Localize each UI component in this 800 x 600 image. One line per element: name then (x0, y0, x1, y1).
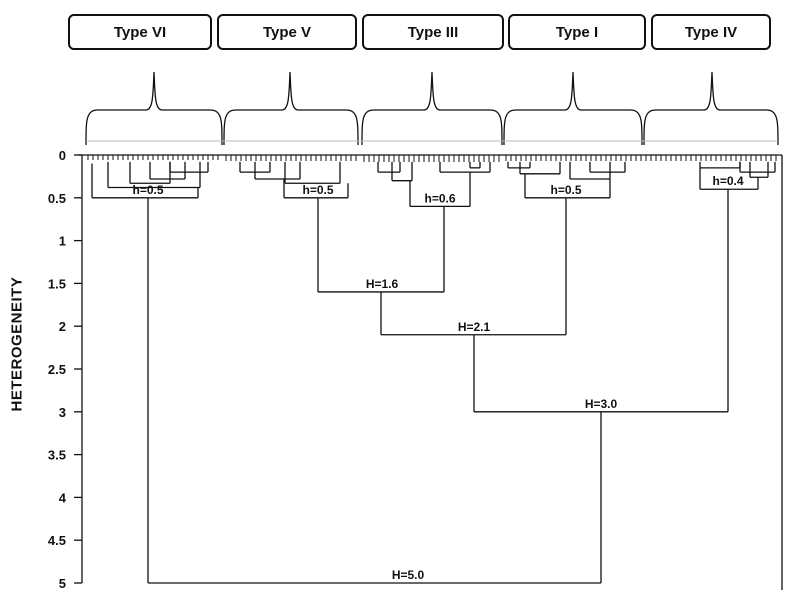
type-i-box: Type I (508, 14, 646, 50)
brace-type-iv (643, 71, 779, 146)
type-iv-box: Type IV (651, 14, 771, 50)
brace-type-v (223, 71, 359, 146)
cluster-vi-label: h=0.5 (132, 183, 163, 197)
brace-type-iii (361, 71, 503, 146)
type-iii-label: Type III (407, 23, 459, 41)
type-i-label: Type I (555, 23, 599, 41)
type-iv-label: Type IV (684, 23, 738, 41)
y-tick-label: 2.5 (48, 362, 66, 377)
merge-3-label: H=3.0 (585, 397, 618, 411)
merge-1-label: H=1.6 (366, 277, 399, 291)
cluster-iii-label: h=0.6 (424, 191, 455, 205)
brace-type-vi (85, 71, 223, 146)
y-tick-label: 1 (59, 234, 66, 249)
y-tick-label: 4.5 (48, 533, 66, 548)
y-tick-label: 3.5 (48, 448, 66, 463)
y-tick-label: 4 (59, 490, 67, 505)
type-vi-box: Type VI (68, 14, 212, 50)
y-tick-label: 0.5 (48, 191, 66, 206)
y-tick-label: 2 (59, 319, 66, 334)
merge-4-label: H=5.0 (392, 568, 425, 582)
brace-type-i (503, 71, 643, 146)
cluster-v-label: h=0.5 (302, 183, 333, 197)
type-vi-label: Type VI (113, 23, 167, 41)
y-tick-label: 1.5 (48, 276, 66, 291)
type-iii-box: Type III (362, 14, 504, 50)
cluster-iv-label: h=0.4 (712, 174, 743, 188)
y-tick-label: 5 (59, 576, 66, 591)
type-v-label: Type V (262, 23, 312, 41)
cluster-i-label: h=0.5 (550, 183, 581, 197)
type-v-box: Type V (217, 14, 357, 50)
y-tick-label: 0 (59, 148, 66, 163)
merge-2-label: H=2.1 (458, 320, 491, 334)
y-tick-label: 3 (59, 405, 66, 420)
